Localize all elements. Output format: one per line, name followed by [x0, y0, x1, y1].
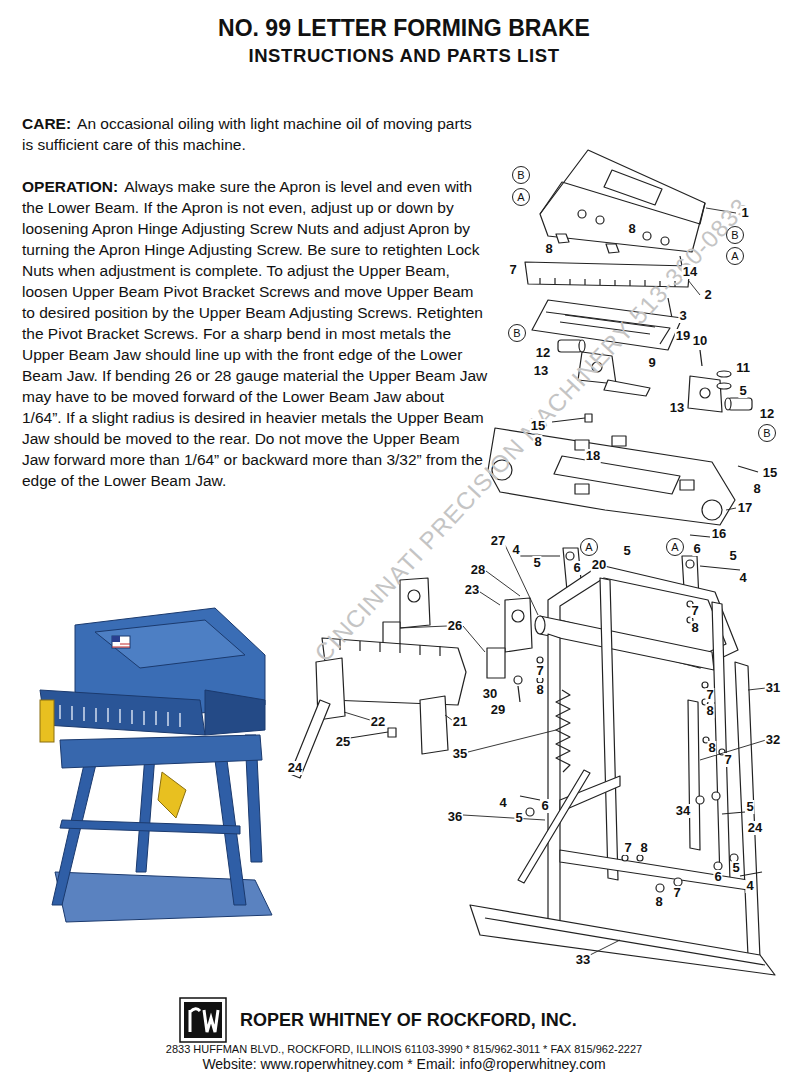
- note-body: An occasional oiling with light machine …: [22, 115, 472, 153]
- callout-number: 22: [370, 715, 386, 729]
- callout-number: 34: [675, 804, 691, 818]
- reference-letter: B: [763, 427, 770, 439]
- callout-number: 20: [591, 558, 607, 572]
- callout-number: 15: [530, 419, 546, 433]
- subtitle: INSTRUCTIONS AND PARTS LIST: [0, 45, 808, 67]
- note-body: Always make sure the Apron is level and …: [22, 178, 487, 489]
- callout-number: 7: [508, 263, 517, 277]
- callout-number: 16: [711, 527, 727, 541]
- callout-number: 12: [759, 407, 775, 421]
- callout-number: 5: [728, 549, 737, 563]
- callout-number: 11: [735, 361, 751, 375]
- contact-line: Website: www.roperwhitney.com * Email: i…: [0, 1056, 808, 1072]
- callout-number: 7: [535, 664, 544, 678]
- callout-number: 7: [705, 688, 714, 702]
- reference-circle: B: [758, 424, 776, 442]
- callout-number: 19: [675, 329, 691, 343]
- callout-number: 26: [447, 619, 463, 633]
- callout-number: 23: [464, 583, 480, 597]
- callout-number: 28: [470, 563, 486, 577]
- callout-number: 8: [639, 841, 648, 855]
- callout-number: 6: [572, 561, 581, 575]
- callout-number: 8: [707, 741, 716, 755]
- callout-number: 21: [452, 715, 468, 729]
- callout-number: 8: [535, 683, 544, 697]
- callout-number: 13: [669, 401, 685, 415]
- callout-number: 8: [533, 435, 542, 449]
- callout-number: 4: [498, 796, 507, 810]
- callout-number: 8: [544, 242, 553, 256]
- callout-number: 2: [703, 288, 712, 302]
- reference-letter: A: [517, 191, 524, 203]
- care-note: CARE:An occasional oiling with light mac…: [22, 113, 474, 155]
- callout-number: 7: [690, 604, 699, 618]
- callout-number: 14: [682, 265, 698, 279]
- callout-number: 13: [533, 364, 549, 378]
- callout-number: 10: [692, 334, 708, 348]
- callout-number: 5: [514, 811, 523, 825]
- callout-number: 8: [705, 704, 714, 718]
- reference-letter: B: [731, 229, 738, 241]
- callout-number: 33: [575, 953, 591, 967]
- reference-circle: A: [726, 247, 744, 265]
- callout-number: 3: [678, 309, 687, 323]
- callout-number: 5: [532, 556, 541, 570]
- reference-letter: B: [513, 327, 520, 339]
- reference-letter: A: [731, 250, 738, 262]
- title: NO. 99 LETTER FORMING BRAKE: [0, 14, 808, 42]
- note-heading: OPERATION:: [22, 178, 118, 195]
- callout-number: 7: [723, 753, 732, 767]
- callout-number: 15: [762, 466, 778, 480]
- reference-circle: A: [580, 538, 598, 556]
- callout-number: 5: [738, 384, 747, 398]
- reference-circle: B: [508, 324, 526, 342]
- callout-number: 8: [654, 895, 663, 909]
- callout-number: 24: [747, 821, 763, 835]
- reference-circle: A: [512, 188, 530, 206]
- reference-letter: A: [585, 541, 592, 553]
- reference-circle: A: [666, 538, 684, 556]
- callout-number: 32: [765, 733, 781, 747]
- callout-number: 29: [490, 703, 506, 717]
- callout-number: 35: [452, 747, 468, 761]
- callout-number: 9: [647, 356, 656, 370]
- callout-number: 6: [540, 799, 549, 813]
- note-heading: CARE:: [22, 115, 71, 132]
- callout-number: 30: [482, 687, 498, 701]
- callout-number: 4: [511, 543, 520, 557]
- reference-circle: B: [726, 226, 744, 244]
- address-line: 2833 HUFFMAN BLVD., ROCKFORD, ILLINOIS 6…: [0, 1043, 808, 1055]
- callout-number: 8: [690, 621, 699, 635]
- callout-number: 27: [490, 534, 506, 548]
- callout-number: 5: [745, 800, 754, 814]
- callout-number: 18: [585, 449, 601, 463]
- callout-number: 36: [447, 810, 463, 824]
- callout-number: 7: [623, 841, 632, 855]
- callout-number: 1: [740, 206, 749, 220]
- operation-note: OPERATION:Always make sure the Apron is …: [22, 176, 488, 491]
- reference-letter: B: [517, 169, 524, 181]
- callout-number: 5: [622, 544, 631, 558]
- callout-number: 7: [672, 886, 681, 900]
- callout-number: 24: [287, 761, 303, 775]
- callout-number: 4: [745, 879, 754, 893]
- callout-number: 6: [692, 542, 701, 556]
- callout-number: 6: [713, 870, 722, 884]
- callout-number: 5: [731, 861, 740, 875]
- reference-letter: A: [671, 541, 678, 553]
- callout-number: 17: [737, 501, 753, 515]
- reference-circle: B: [512, 166, 530, 184]
- callout-number: 31: [765, 681, 781, 695]
- callout-number: 12: [535, 346, 551, 360]
- callout-number: 8: [752, 482, 761, 496]
- company-name: ROPER WHITNEY OF ROCKFORD, INC.: [240, 1010, 577, 1031]
- callout-number: 4: [738, 571, 747, 585]
- callout-number: 25: [335, 735, 351, 749]
- callout-number: 8: [627, 222, 636, 236]
